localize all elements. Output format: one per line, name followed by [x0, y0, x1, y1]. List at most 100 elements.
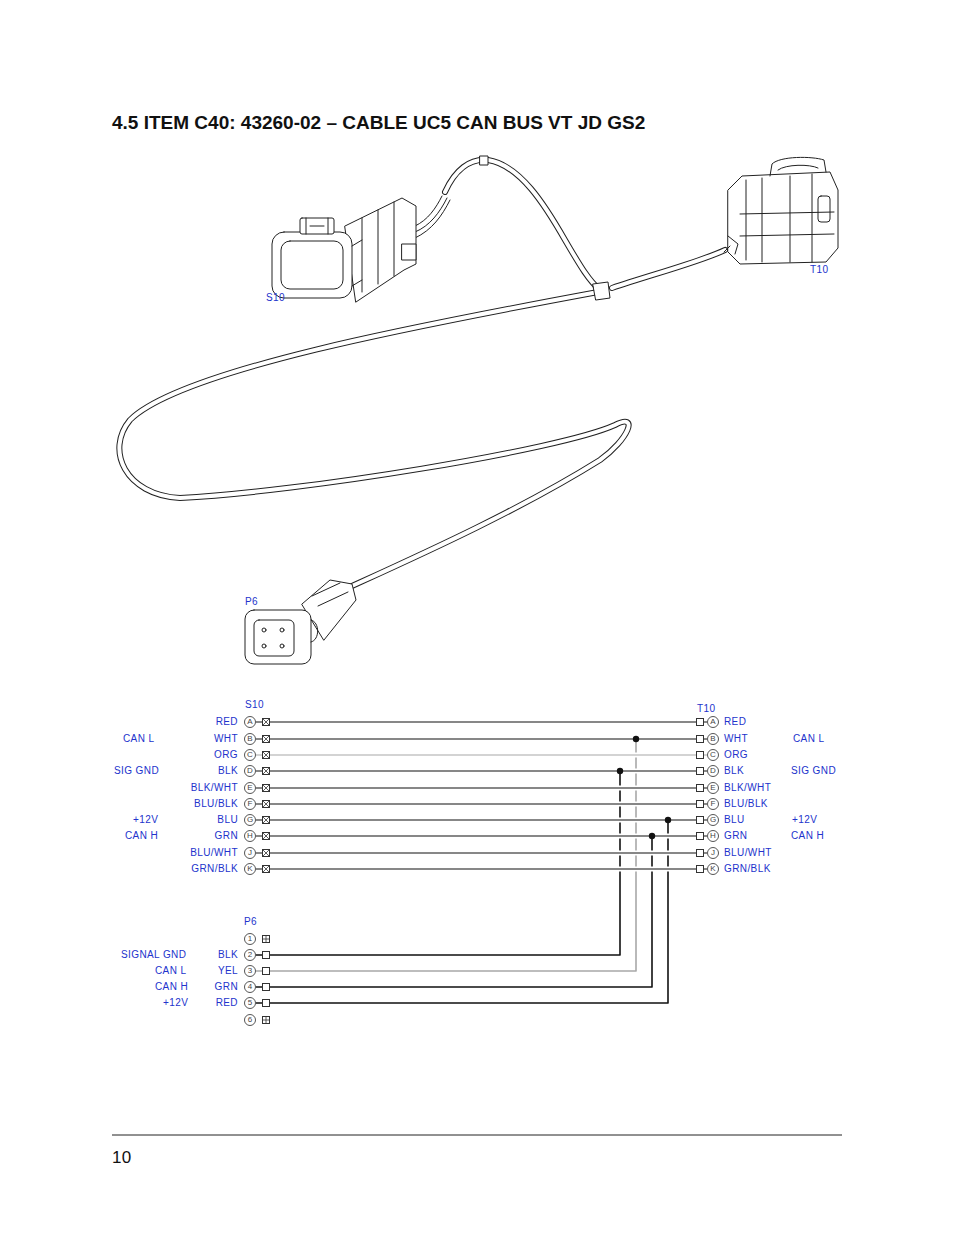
- terminal-square: [263, 736, 270, 743]
- wire-label: CAN L: [793, 734, 824, 744]
- wire: [256, 739, 707, 971]
- wire: [256, 721, 707, 722]
- wire: [256, 852, 707, 853]
- pin-circle: F: [707, 798, 719, 810]
- wire-label: BLK/WHT: [191, 783, 238, 793]
- wire-group: [256, 836, 707, 987]
- pin-letter: G: [247, 816, 253, 824]
- wire-label: CAN H: [125, 831, 158, 841]
- wire-gap: [256, 851, 707, 856]
- wire-label: S10: [266, 293, 285, 303]
- wire-label: BLU: [724, 815, 745, 825]
- terminal-square: [263, 768, 270, 775]
- terminal-square: [697, 850, 704, 857]
- pin-circle: B: [707, 733, 719, 745]
- wire-gap: [256, 818, 707, 823]
- wire-label: SIG GND: [791, 766, 836, 776]
- terminal-square: [263, 984, 270, 991]
- pin-circle: J: [244, 847, 256, 859]
- wire: [256, 771, 707, 955]
- wire-gap: [256, 769, 707, 774]
- wire: [256, 819, 707, 820]
- pin-circle: K: [244, 863, 256, 875]
- terminal-square: [263, 833, 270, 840]
- pin-letter: C: [710, 751, 716, 759]
- pin-circle: G: [707, 814, 719, 826]
- pin-circle: 2: [244, 949, 256, 961]
- wire-label: SIGNAL GND: [121, 950, 186, 960]
- wire-label: P6: [244, 917, 257, 927]
- pin-letter: 5: [248, 999, 252, 1007]
- wire-label: GRN: [215, 982, 238, 992]
- wire-label: +12V: [163, 998, 188, 1008]
- pin-circle: C: [707, 749, 719, 761]
- terminal-square: [263, 719, 270, 726]
- wire-label: YEL: [218, 966, 238, 976]
- page-number: 10: [112, 1149, 132, 1166]
- wire: [256, 803, 707, 804]
- wire-group: [256, 722, 707, 723]
- wire-gap: [256, 737, 707, 742]
- pin-letter: 2: [248, 951, 252, 959]
- pin-letter: B: [247, 735, 252, 743]
- pin-circle: E: [707, 782, 719, 794]
- pin-letter: C: [247, 751, 253, 759]
- pin-circle: G: [244, 814, 256, 826]
- pin-circle: 4: [244, 981, 256, 993]
- pin-letter: F: [711, 800, 716, 808]
- wire: [256, 754, 707, 755]
- wire-label: WHT: [724, 734, 748, 744]
- wire: [256, 836, 707, 987]
- terminal-square: [697, 752, 704, 759]
- pin-circle: 1: [244, 933, 256, 945]
- wire-label: BLU: [217, 815, 238, 825]
- pin-circle: H: [244, 830, 256, 842]
- junction-dot: [649, 833, 655, 839]
- pin-circle: 5: [244, 997, 256, 1009]
- pin-letter: E: [710, 784, 715, 792]
- terminal-square: [697, 785, 704, 792]
- wire-gap: [256, 802, 707, 807]
- pin-letter: D: [247, 767, 253, 775]
- wire: [256, 770, 707, 771]
- wire-label: T10: [697, 704, 715, 714]
- wire-label: ORG: [724, 750, 748, 760]
- wire-group: [256, 804, 707, 805]
- pin-letter: 3: [248, 967, 252, 975]
- pin-letter: G: [710, 816, 716, 824]
- terminal-square: [697, 719, 704, 726]
- pin-letter: K: [710, 865, 715, 873]
- wire-label: RED: [216, 717, 238, 727]
- wire-group: [256, 771, 707, 955]
- pin-letter: B: [710, 735, 715, 743]
- pin-letter: A: [247, 718, 252, 726]
- terminal-square: [697, 801, 704, 808]
- terminal-square: [263, 850, 270, 857]
- wire-group: [256, 771, 620, 955]
- pin-letter: A: [710, 718, 715, 726]
- wire-label: ORG: [214, 750, 238, 760]
- wire-group: [256, 836, 707, 837]
- wire-group: [256, 853, 707, 854]
- pin-circle: F: [244, 798, 256, 810]
- pin-circle: D: [244, 765, 256, 777]
- pin-letter: E: [247, 784, 252, 792]
- terminal-square: [263, 817, 270, 824]
- terminal-square: [263, 936, 270, 943]
- pin-circle: C: [244, 749, 256, 761]
- wire: [256, 820, 668, 1003]
- wire-label: BLU/WHT: [190, 848, 238, 858]
- pin-circle: 6: [244, 1014, 256, 1026]
- terminal-square: [263, 1000, 270, 1007]
- pin-letter: J: [711, 849, 715, 857]
- wire-label: WHT: [214, 734, 238, 744]
- wire-gap: [256, 753, 707, 758]
- terminal-square: [263, 968, 270, 975]
- wire-label: GRN: [215, 831, 238, 841]
- wire-group: [256, 869, 707, 870]
- wire-group: [256, 739, 707, 971]
- pin-letter: F: [248, 800, 253, 808]
- wire-group: [256, 820, 707, 821]
- wire-group: [256, 788, 707, 789]
